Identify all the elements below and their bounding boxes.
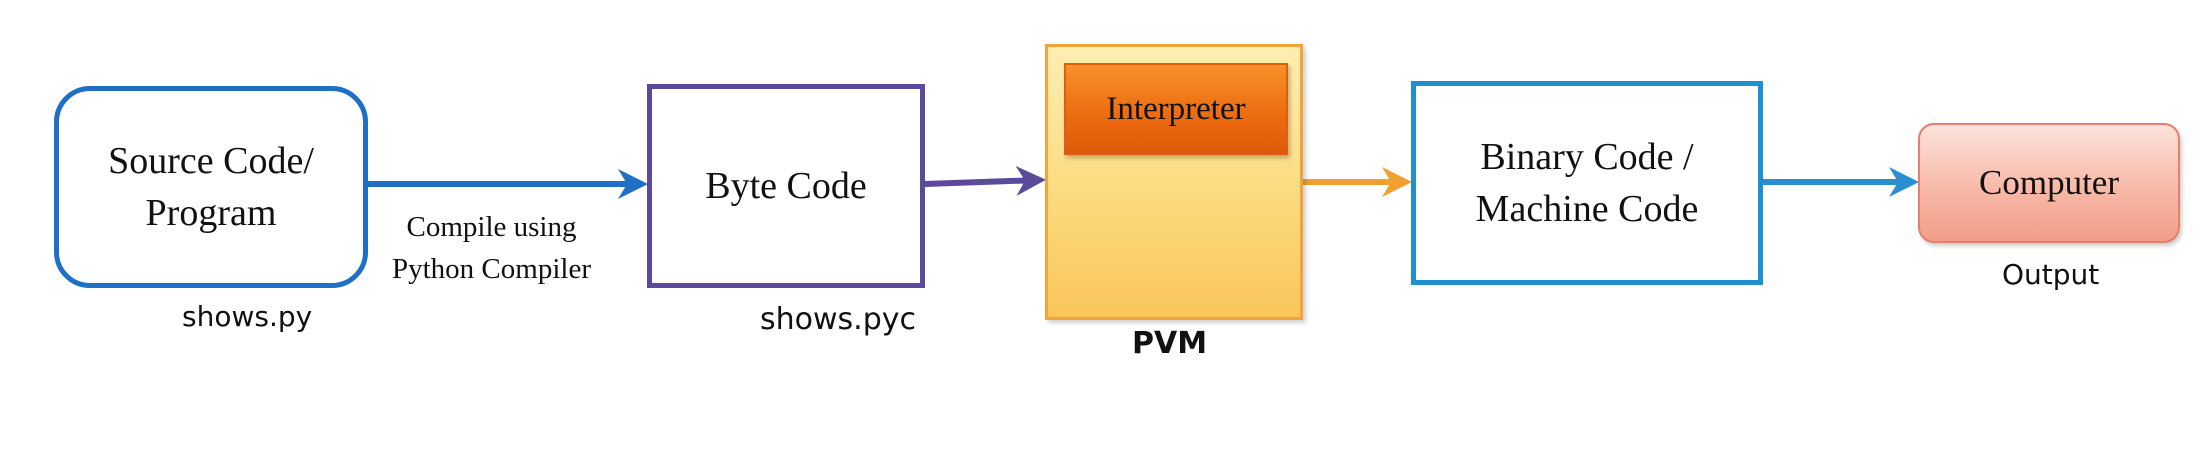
interpreter-box: Interpreter: [1064, 63, 1288, 155]
byte-code-box: Byte Code: [647, 84, 925, 288]
computer-box: Computer: [1918, 123, 2180, 243]
byte-code-label: Byte Code: [705, 165, 867, 207]
binary-code-label-line1: Binary Code /: [1480, 136, 1694, 178]
arrow-bytecode-to-pvm: [924, 165, 1046, 196]
source-code-label-line1: Source Code/: [108, 140, 314, 182]
interpreter-label: Interpreter: [1106, 90, 1246, 127]
pvm-label: PVM: [1132, 326, 1208, 361]
compile-note-line2: Python Compiler: [392, 253, 591, 285]
output-label: Output: [2002, 258, 2100, 291]
computer-label: Computer: [1979, 163, 2119, 202]
compile-note-line1: Compile using: [406, 211, 577, 243]
byte-code-file-name: shows.pyc: [760, 302, 916, 337]
binary-code-label-line2: Machine Code: [1475, 188, 1699, 230]
binary-code-box: Binary Code / Machine Code: [1411, 81, 1763, 285]
source-file-name: shows.py: [182, 300, 313, 333]
source-code-box: Source Code/ Program: [54, 86, 368, 288]
source-code-label-line2: Program: [145, 192, 277, 234]
compile-note: Compile using Python Compiler: [392, 206, 591, 290]
